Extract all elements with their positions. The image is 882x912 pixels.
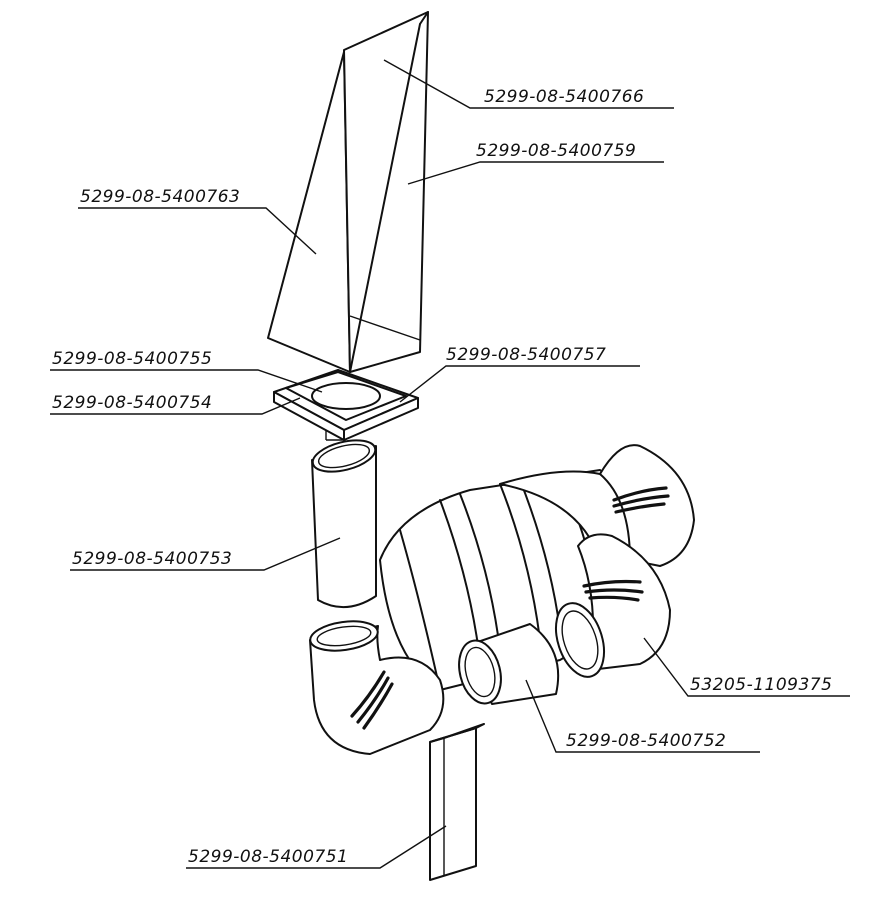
pipe-vertical-shape <box>311 439 377 609</box>
label-pipe-vertical: 5299-08-5400753 <box>72 549 232 569</box>
label-panel-right: 5299-08-5400759 <box>476 141 636 161</box>
panel-right-shape <box>343 11 429 373</box>
label-flange-lower: 5299-08-5400754 <box>52 393 212 413</box>
panel-left-shape <box>267 51 351 373</box>
air-filter-body <box>379 444 695 691</box>
label-frame-top: 5299-08-5400766 <box>484 87 644 107</box>
block-bottom-shape <box>429 723 485 881</box>
lower-elbow-shape <box>309 620 445 755</box>
label-flange-upper: 5299-08-5400755 <box>52 349 212 369</box>
label-pipe-short: 5299-08-5400752 <box>566 731 726 751</box>
leader-lines <box>50 59 850 869</box>
pipe-short-shape <box>458 623 560 705</box>
part-labels: 5299-08-5400766 5299-08-5400759 5299-08-… <box>52 87 832 867</box>
label-panel-left: 5299-08-5400763 <box>80 187 240 207</box>
label-air-filter-assembly: 53205-1109375 <box>690 675 832 695</box>
flange-shape <box>273 369 419 441</box>
label-flange-plate: 5299-08-5400757 <box>446 345 606 365</box>
label-block-bottom: 5299-08-5400751 <box>188 847 348 867</box>
